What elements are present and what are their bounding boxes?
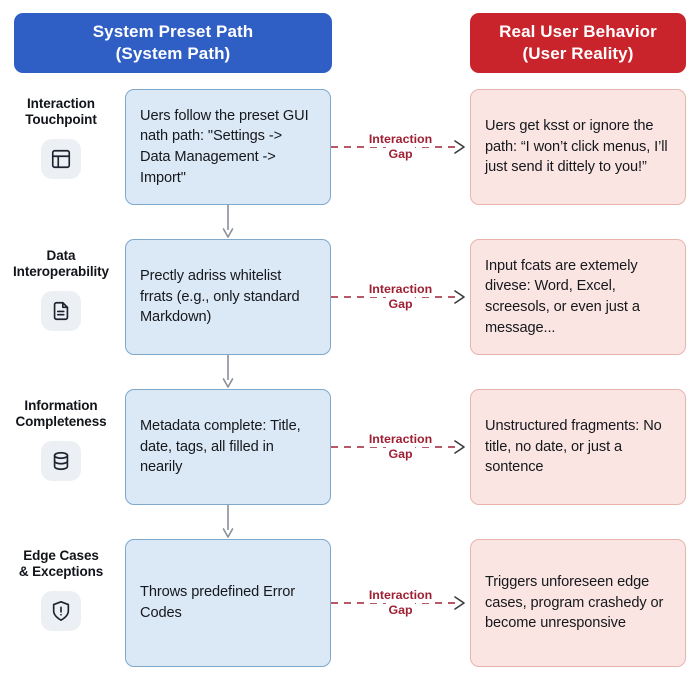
row-label-data-interoperability: Data Interoperability bbox=[0, 248, 122, 331]
system-node-1-text: Uers follow the preset GUI nath path: "S… bbox=[140, 107, 309, 186]
shield-alert-icon bbox=[41, 590, 81, 631]
system-node-1[interactable]: Uers follow the preset GUI nath path: "S… bbox=[125, 89, 331, 205]
column-header-user-reality: Real User Behavior (User Reality) bbox=[470, 13, 686, 73]
system-node-2-text: Prectly adriss whitelist frrats (e.g., o… bbox=[140, 267, 300, 326]
database-icon bbox=[41, 440, 81, 481]
gap-connector-2: Interaction Gap bbox=[331, 267, 470, 327]
user-node-2[interactable]: Input fcats are extemely divese: Word, E… bbox=[470, 239, 686, 355]
row-label-line2: & Exceptions bbox=[18, 564, 104, 580]
user-node-1-text: Uers get ksst or ignore the path: “I won… bbox=[485, 117, 668, 176]
user-node-4[interactable]: Triggers unforeseen edge cases, program … bbox=[470, 539, 686, 667]
document-icon bbox=[41, 290, 81, 331]
column-header-system-path: System Preset Path (System Path) bbox=[14, 13, 332, 73]
flow-arrow-3-to-4 bbox=[221, 505, 235, 539]
row-label-line2: Completeness bbox=[15, 414, 107, 430]
row-label-line2: Touchpoint bbox=[25, 112, 97, 128]
column-header-system-line1: System Preset Path bbox=[92, 22, 254, 42]
layout-panel-icon bbox=[41, 138, 81, 179]
row-label-line2: Interoperability bbox=[13, 264, 109, 280]
system-node-4-text: Throws predefined Error Codes bbox=[140, 584, 296, 621]
row-label-edge-cases-exceptions: Edge Cases & Exceptions bbox=[0, 548, 122, 631]
row-label-information-completeness: Information Completeness bbox=[0, 398, 122, 481]
gap-connector-4: Interaction Gap bbox=[331, 573, 470, 633]
row-label-line1: Data bbox=[46, 248, 76, 263]
user-node-4-text: Triggers unforeseen edge cases, program … bbox=[485, 573, 664, 632]
system-node-4[interactable]: Throws predefined Error Codes bbox=[125, 539, 331, 667]
gap-connector-3: Interaction Gap bbox=[331, 417, 470, 477]
column-header-user-line1: Real User Behavior bbox=[499, 22, 657, 42]
user-node-1[interactable]: Uers get ksst or ignore the path: “I won… bbox=[470, 89, 686, 205]
column-header-system-line2: (System Path) bbox=[115, 44, 231, 63]
row-label-interaction-touchpoint: Interaction Touchpoint bbox=[0, 96, 122, 179]
system-node-3-text: Metadata complete: Title, date, tags, al… bbox=[140, 417, 301, 476]
row-label-line1: Information bbox=[24, 398, 98, 413]
system-node-2[interactable]: Prectly adriss whitelist frrats (e.g., o… bbox=[125, 239, 331, 355]
column-header-user-line2: (User Reality) bbox=[522, 44, 634, 63]
row-label-line1: Edge Cases bbox=[23, 548, 99, 563]
row-label-line1: Interaction bbox=[27, 96, 95, 111]
user-node-3[interactable]: Unstructured fragments: No title, no dat… bbox=[470, 389, 686, 505]
gap-connector-1: Interaction Gap bbox=[331, 117, 470, 177]
system-node-3[interactable]: Metadata complete: Title, date, tags, al… bbox=[125, 389, 331, 505]
user-node-2-text: Input fcats are extemely divese: Word, E… bbox=[485, 257, 640, 336]
flow-arrow-2-to-3 bbox=[221, 355, 235, 389]
user-node-3-text: Unstructured fragments: No title, no dat… bbox=[485, 417, 662, 476]
flow-arrow-1-to-2 bbox=[221, 205, 235, 239]
